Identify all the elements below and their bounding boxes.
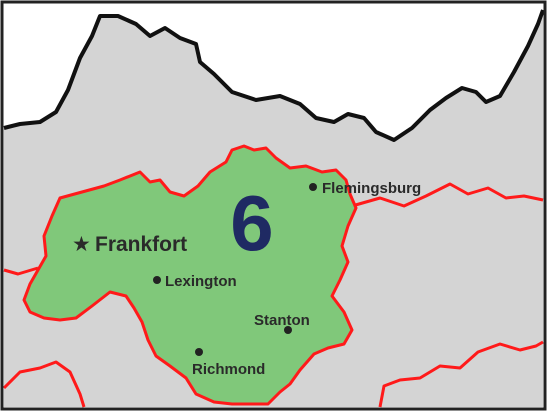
district-boundary-west	[3, 266, 39, 276]
city-label: Flemingsburg	[322, 180, 421, 197]
capital-label: Frankfort	[95, 233, 187, 256]
city-dot-icon	[153, 276, 161, 284]
state-border	[3, 9, 545, 142]
city-dot-icon	[284, 326, 292, 334]
city-dot-icon	[309, 183, 317, 191]
city-lexington: Lexington	[153, 273, 237, 290]
city-richmond: Richmond	[192, 348, 265, 378]
city-label: Lexington	[165, 273, 237, 290]
city-dot-icon	[195, 348, 203, 356]
district-boundary-southeast	[378, 340, 544, 408]
city-label: Stanton	[254, 312, 310, 329]
district-6-region	[22, 144, 358, 406]
district-boundary-southwest	[2, 360, 86, 408]
district-number: 6	[230, 179, 273, 267]
city-label: Richmond	[192, 361, 265, 378]
city-flemingsburg: Flemingsburg	[309, 180, 421, 197]
star-icon: ★	[72, 233, 91, 256]
city-stanton: Stanton	[254, 312, 310, 334]
capital-marker: ★ Frankfort	[72, 233, 187, 256]
district-boundary-east	[351, 182, 544, 208]
